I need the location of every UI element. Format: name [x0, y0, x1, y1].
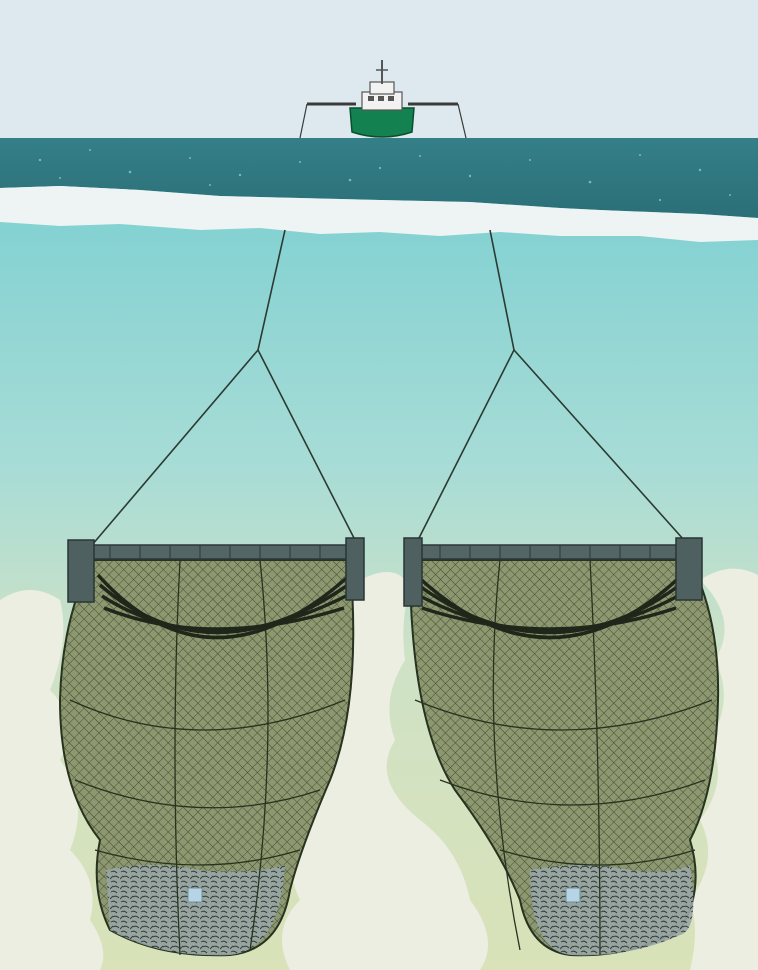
left-beam-shoe-outer — [68, 540, 94, 602]
right-beam-shoe-inner — [404, 538, 422, 606]
left-beam-shoe-inner — [346, 538, 364, 600]
right-beam — [405, 545, 695, 559]
right-beam-shoe-outer — [676, 538, 702, 600]
